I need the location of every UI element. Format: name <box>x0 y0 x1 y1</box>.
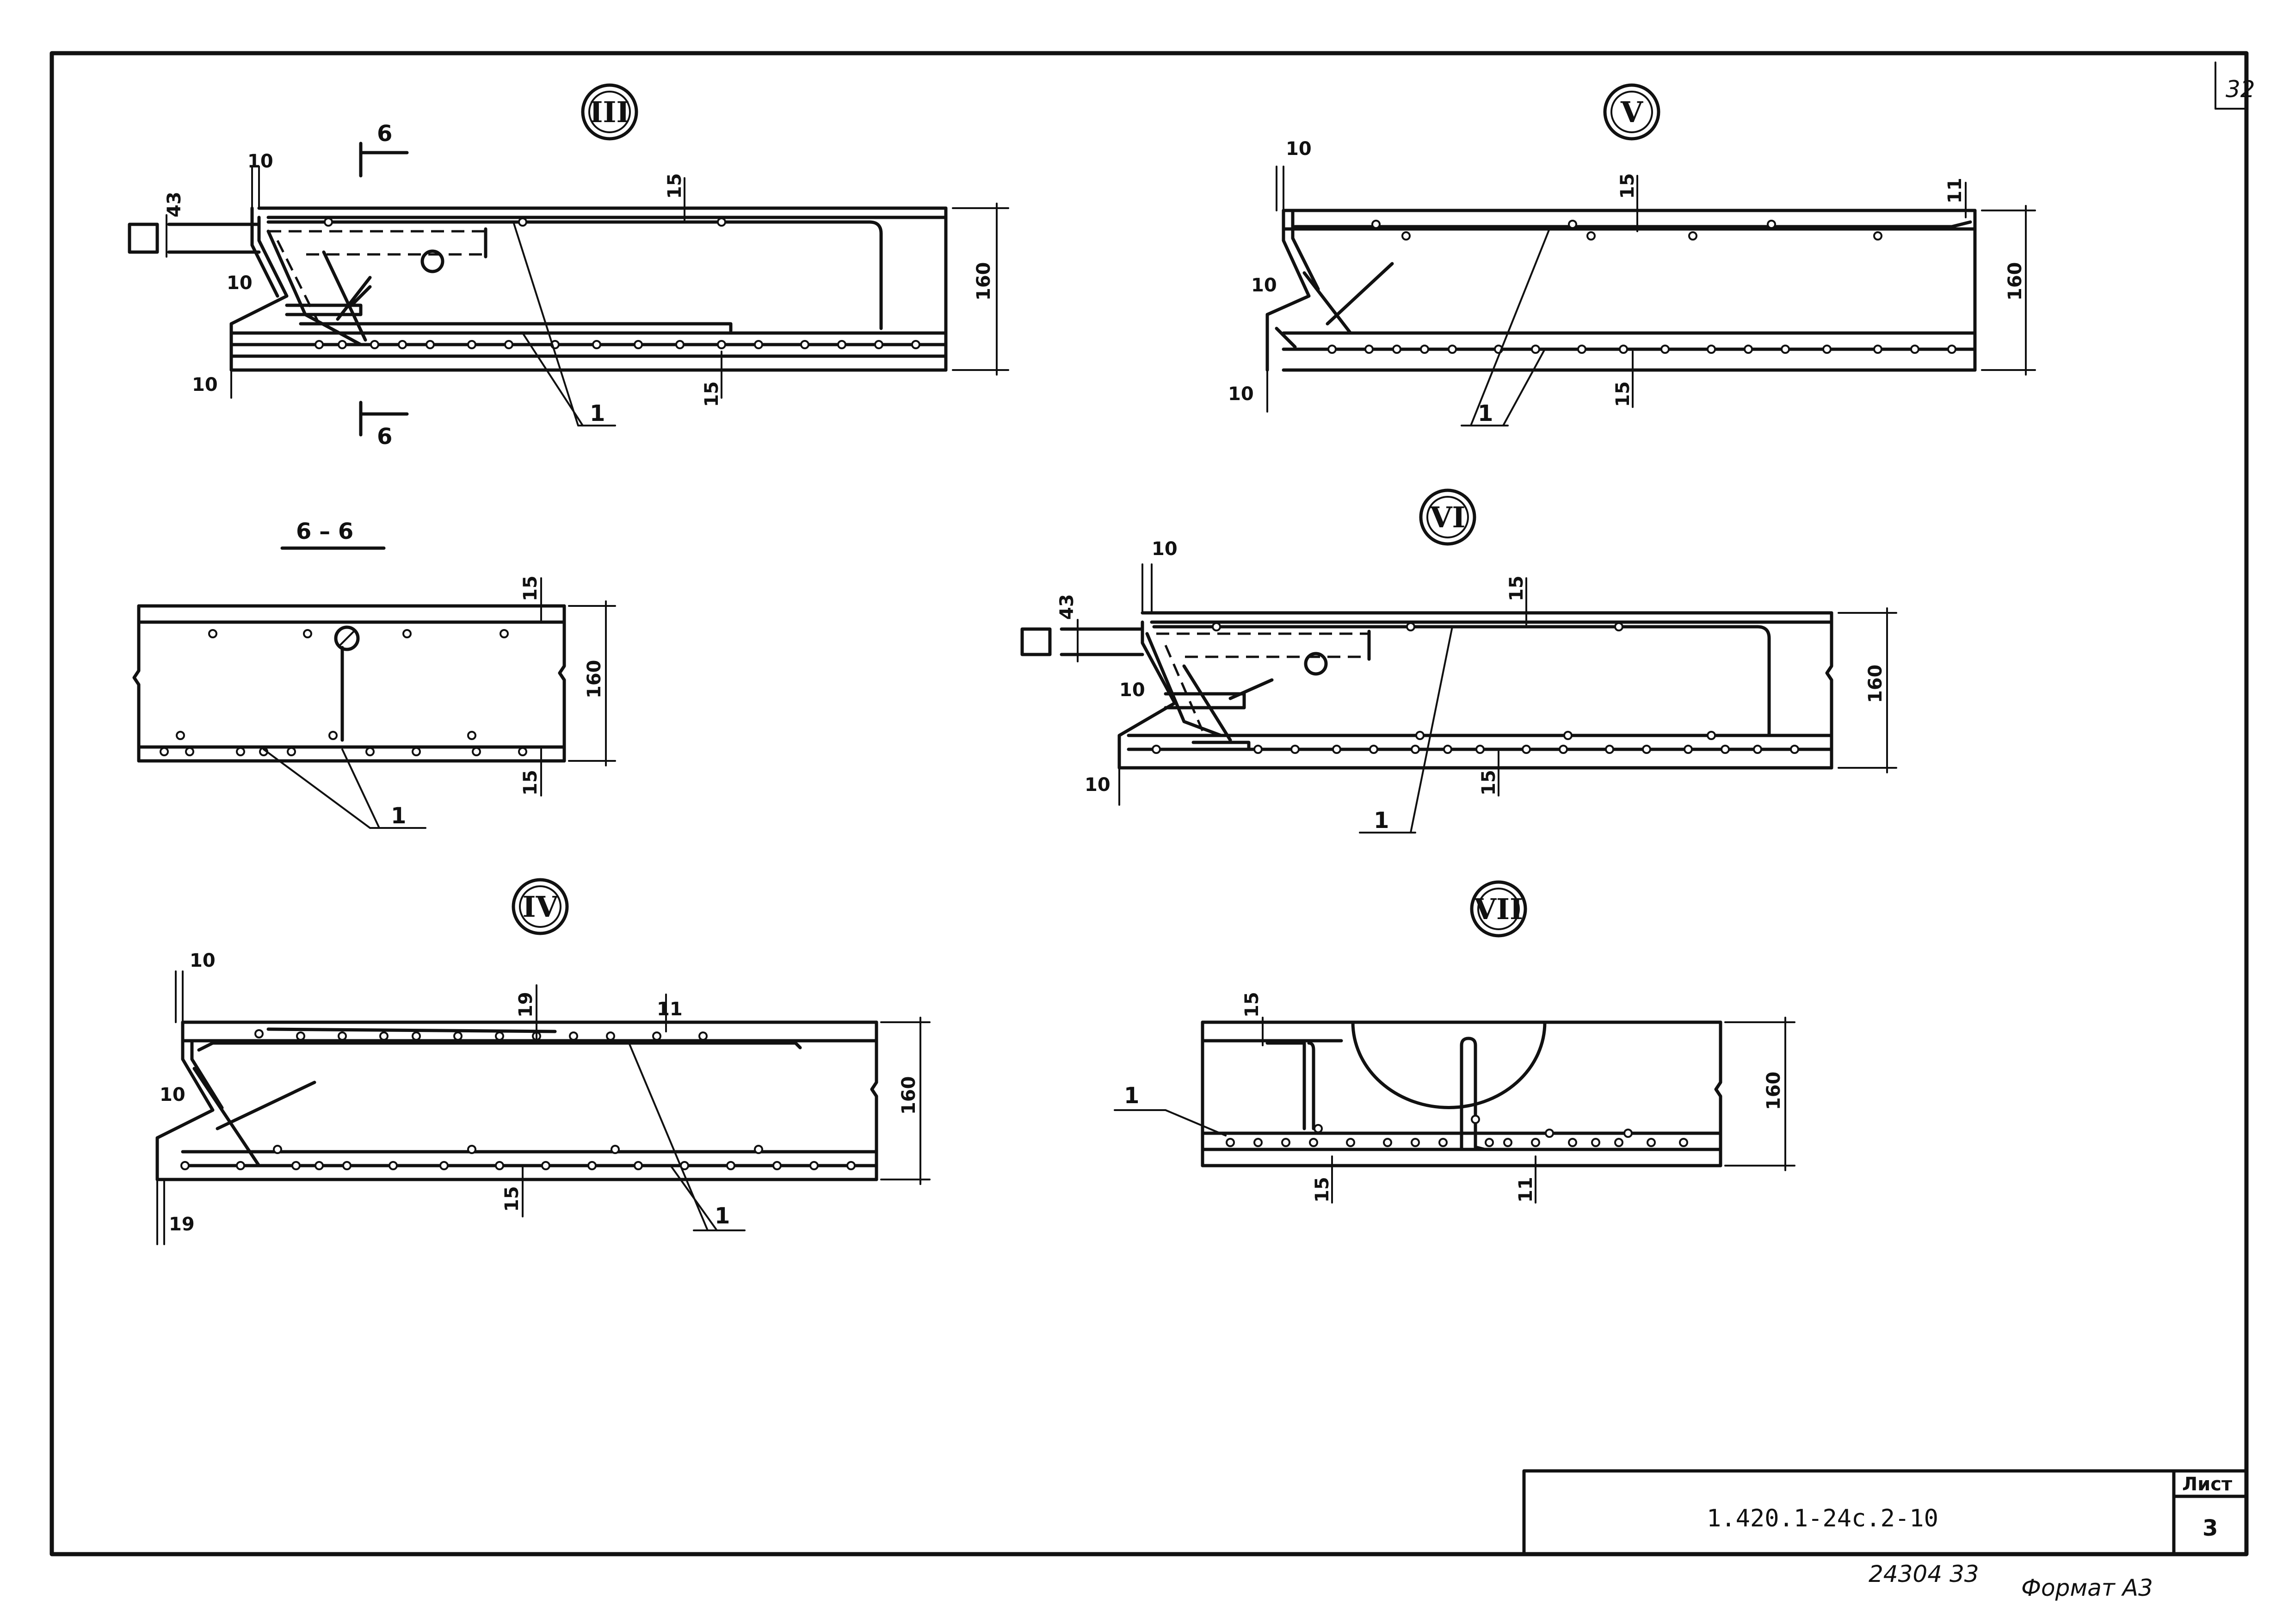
sheet-number: 3 <box>2202 1515 2218 1541</box>
dim-III-160: 160 <box>973 262 994 301</box>
dim-V-11: 11 <box>1944 178 1966 204</box>
detail-III: III <box>128 83 1009 450</box>
dim-IV-10-mid: 10 <box>160 1084 185 1105</box>
detail-V: V 160 15 11 15 10 <box>1228 83 2036 426</box>
dim-III-10-top: 10 <box>247 151 273 172</box>
dim-IV-11: 11 <box>657 999 683 1020</box>
dim-VI-10-bot: 10 <box>1085 774 1110 796</box>
dim-66-15-top: 15 <box>520 575 541 601</box>
section-mark-bottom: 6 <box>377 424 392 450</box>
dim-V-10-bot: 10 <box>1228 383 1254 405</box>
detail-V-label: V <box>1620 95 1643 129</box>
dim-IV-10-top: 10 <box>190 950 216 971</box>
section-6-6: 6 – 6 160 15 15 1 <box>132 519 616 829</box>
dim-III-10-mid: 10 <box>227 272 253 294</box>
dim-III-15-top: 15 <box>664 173 685 199</box>
detail-VI-label: VI <box>1429 500 1465 534</box>
dim-IV-19-bot: 19 <box>169 1214 195 1235</box>
detail-III-label: III <box>589 95 629 129</box>
dim-VI-15-bot: 15 <box>1478 770 1499 796</box>
dim-V-160: 160 <box>2005 262 2026 301</box>
detail-IV-bars <box>180 1029 856 1170</box>
detail-VI-bars <box>1152 622 1799 754</box>
dim-V-15-bot: 15 <box>1612 381 1634 407</box>
dim-IV-19-top: 19 <box>515 992 537 1018</box>
detail-IV: IV 160 19 11 <box>155 878 931 1245</box>
dim-VI-10-mid: 10 <box>1119 679 1145 701</box>
dim-VII-15-top: 15 <box>1241 992 1263 1018</box>
dim-III-43: 43 <box>164 191 185 217</box>
ref-III-1: 1 <box>590 401 605 426</box>
section-mark-top: 6 <box>377 121 392 147</box>
dim-VI-160: 160 <box>1865 665 1886 704</box>
dim-VI-15-top: 15 <box>1506 575 1527 601</box>
detail-V-bars <box>1327 220 1956 354</box>
detail-VII-label: VII <box>1474 892 1523 926</box>
dim-IV-15-bot: 15 <box>501 1186 523 1212</box>
detail-VI: VI 160 <box>1020 488 1897 834</box>
dim-III-10-bot: 10 <box>192 374 218 395</box>
page-number: 32 <box>2226 76 2255 103</box>
footer-handwritten-number: 24304 33 <box>1869 1561 1979 1587</box>
detail-VII: VII 160 15 15 11 1 <box>1114 880 1795 1204</box>
dim-VII-15-bot: 15 <box>1312 1177 1333 1203</box>
ref-IV-1: 1 <box>715 1203 730 1229</box>
dim-V-15-top: 15 <box>1617 173 1638 199</box>
ref-VII-1: 1 <box>1124 1083 1139 1109</box>
dim-V-10-top: 10 <box>1286 138 1312 160</box>
dim-VI-10-top: 10 <box>1152 538 1178 560</box>
title-block: 1.420.1-24с.2-10 Лист 3 <box>1522 1469 2248 1556</box>
detail-IV-label: IV <box>522 890 558 924</box>
dim-VII-11: 11 <box>1515 1177 1536 1203</box>
ref-66-1: 1 <box>391 803 406 829</box>
dim-III-15-bot: 15 <box>701 381 722 407</box>
sheet-frame: 32 <box>49 51 2255 1556</box>
doc-code: 1.420.1-24с.2-10 <box>1707 1505 1938 1532</box>
sheet-label: Лист <box>2182 1474 2233 1495</box>
detail-VII-bars <box>1226 1115 1688 1147</box>
dim-VII-160: 160 <box>1763 1072 1784 1111</box>
dim-VI-43: 43 <box>1056 594 1078 620</box>
footer-format: Формат А3 <box>2021 1575 2153 1601</box>
dim-IV-160: 160 <box>898 1076 919 1115</box>
dim-66-160: 160 <box>584 660 605 699</box>
dim-V-10-mid: 10 <box>1251 275 1277 296</box>
ref-VI-1: 1 <box>1374 808 1389 834</box>
section-6-6-title: 6 – 6 <box>296 519 353 544</box>
dim-66-15-bot: 15 <box>520 770 541 796</box>
ref-V-1: 1 <box>1478 401 1493 426</box>
detail-III-bars <box>315 217 920 349</box>
